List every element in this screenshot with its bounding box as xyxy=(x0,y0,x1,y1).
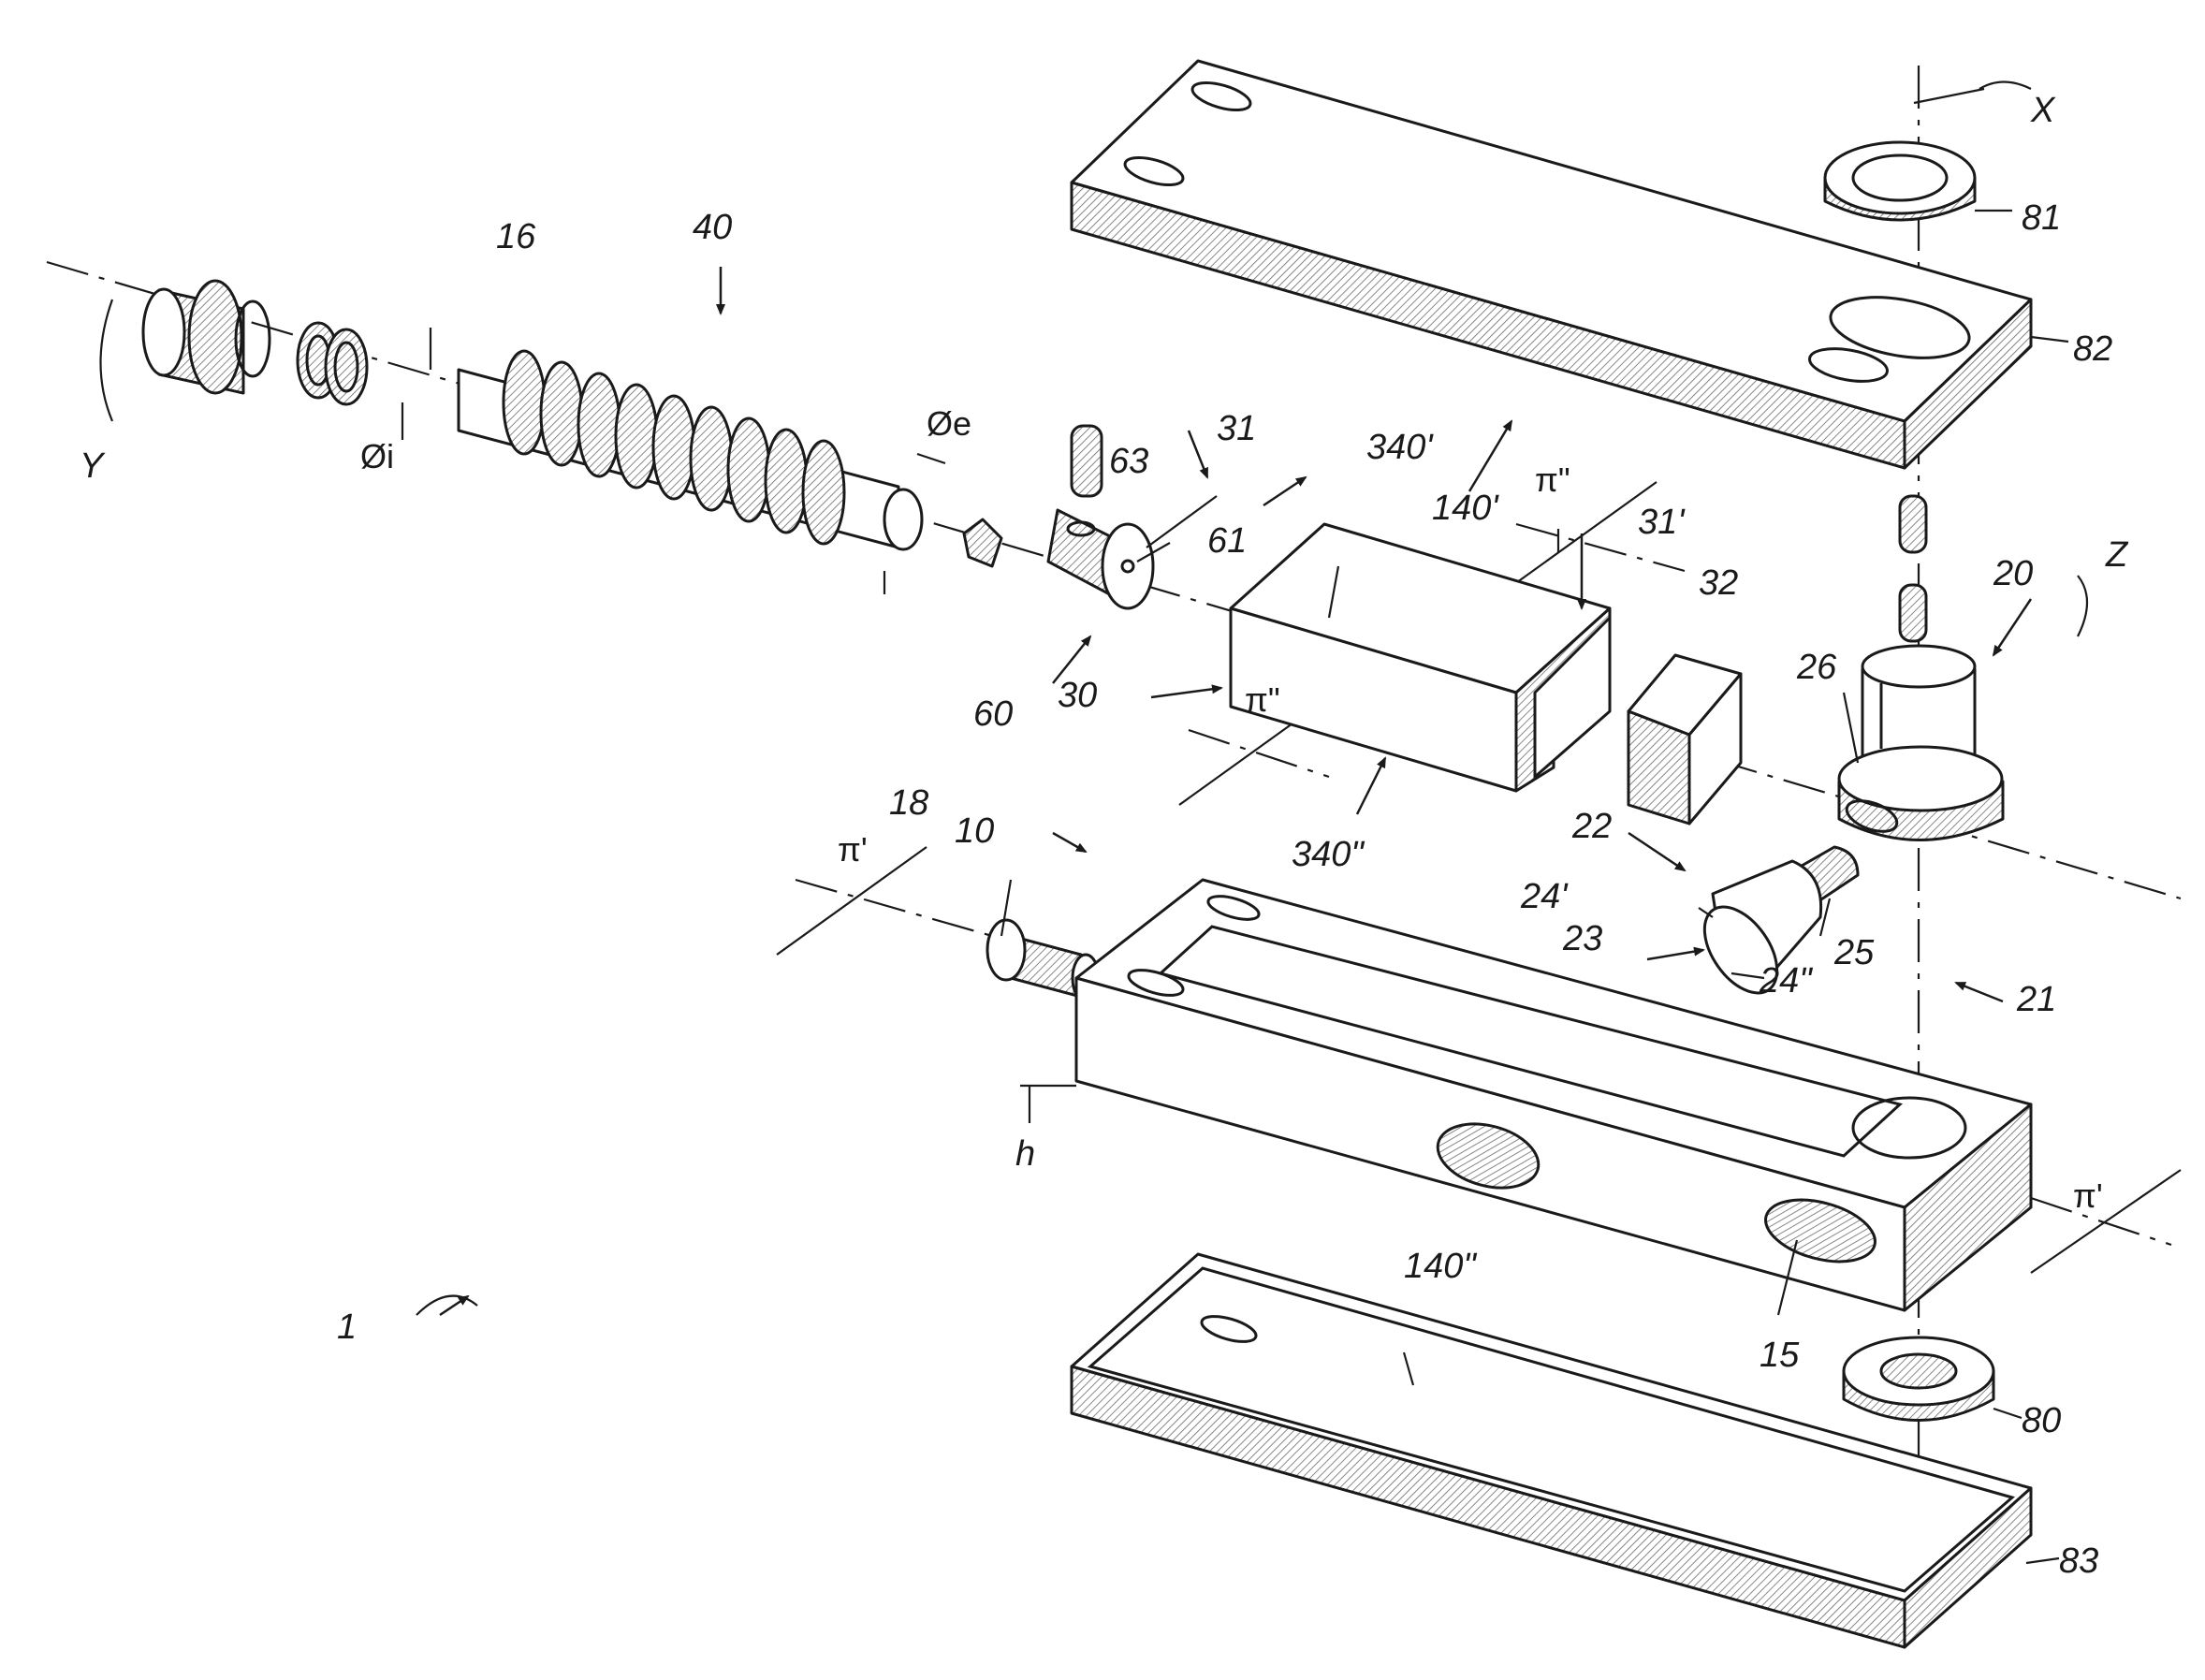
plane-pi2-line xyxy=(1189,730,1329,777)
slider xyxy=(1231,524,1610,791)
pad xyxy=(1628,655,1741,824)
seal-rings xyxy=(298,323,367,404)
upper-bearing xyxy=(1825,142,1975,220)
label-31: 31 xyxy=(1217,409,1256,448)
label-340-double-prime: 340" xyxy=(1292,835,1365,874)
body xyxy=(1076,880,2031,1310)
label-24-double-prime: 24" xyxy=(1759,961,1813,1001)
label-diameter-i: Øi xyxy=(360,437,394,475)
label-140-prime: 140' xyxy=(1432,489,1499,528)
spring-coils xyxy=(504,351,844,544)
label-23: 23 xyxy=(1562,919,1602,958)
label-plane-pi1-right: π' xyxy=(2073,1176,2103,1215)
key-part xyxy=(964,519,1001,566)
label-15: 15 xyxy=(1760,1336,1800,1375)
spring-assembly xyxy=(459,351,922,549)
label-21: 21 xyxy=(2016,980,2056,1019)
label-16: 16 xyxy=(496,217,536,256)
label-26: 26 xyxy=(1796,648,1837,687)
label-32: 32 xyxy=(1699,563,1738,603)
lower-bearing xyxy=(1844,1337,1993,1421)
label-81: 81 xyxy=(2022,198,2061,238)
label-1: 1 xyxy=(337,1307,357,1347)
lower-cover xyxy=(1072,1254,2031,1647)
label-plane-pi2-top: π" xyxy=(1535,460,1570,499)
label-60: 60 xyxy=(973,694,1013,734)
label-82: 82 xyxy=(2073,329,2112,369)
label-axis-z: Z xyxy=(2105,535,2129,575)
label-plane-pi1-left: π' xyxy=(838,830,868,869)
label-24-prime: 24' xyxy=(1520,877,1569,916)
label-140-double-prime: 140" xyxy=(1404,1247,1477,1286)
label-30: 30 xyxy=(1058,676,1097,715)
label-63: 63 xyxy=(1109,442,1148,481)
end-cap xyxy=(143,281,270,393)
label-axis-y: Y xyxy=(80,446,106,486)
label-height: h xyxy=(1015,1134,1035,1174)
label-10: 10 xyxy=(955,811,994,851)
label-22: 22 xyxy=(1571,807,1612,846)
label-25: 25 xyxy=(1833,933,1875,972)
label-20: 20 xyxy=(1993,554,2033,593)
label-83: 83 xyxy=(2059,1541,2098,1581)
upper-cover xyxy=(1072,61,2031,468)
label-80: 80 xyxy=(2022,1401,2061,1440)
label-31-prime: 31' xyxy=(1638,503,1686,542)
spindle-assembly xyxy=(1839,496,2003,840)
label-61: 61 xyxy=(1207,521,1247,561)
plane-pi1-cut-right xyxy=(2031,1170,2181,1273)
label-18: 18 xyxy=(889,783,928,823)
label-axis-x: X xyxy=(2030,91,2056,130)
label-40: 40 xyxy=(693,208,732,247)
label-plane-pi2-mid: π" xyxy=(1245,680,1280,719)
label-340-prime: 340' xyxy=(1366,428,1434,467)
label-diameter-e: Øe xyxy=(927,404,971,443)
